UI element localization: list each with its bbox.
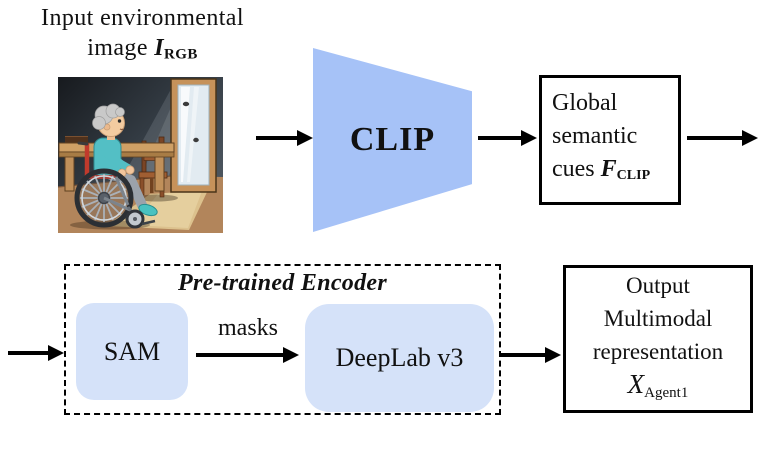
output-representation-box: Output Multimodal representation XAgent1 bbox=[563, 265, 753, 413]
arrow-shaft bbox=[8, 351, 48, 355]
output-line2: Multimodal bbox=[603, 305, 713, 331]
gray-hair bbox=[92, 103, 125, 130]
arrow-clip-to-cues bbox=[478, 130, 537, 146]
output-line3: representation bbox=[592, 338, 724, 364]
heading-variable: I bbox=[154, 35, 165, 61]
sam-module: SAM bbox=[76, 303, 188, 400]
input-environmental-image bbox=[58, 77, 223, 233]
arrow-encoder-to-output bbox=[501, 347, 561, 363]
deeplab-module: DeepLab v3 bbox=[305, 304, 494, 412]
arrow-shaft bbox=[196, 353, 283, 357]
deeplab-label: DeepLab v3 bbox=[335, 343, 464, 372]
arrow-shaft bbox=[687, 136, 742, 140]
arrow-head-icon bbox=[545, 347, 561, 363]
heading-line2-prefix: image bbox=[87, 35, 155, 61]
clip-label: CLIP bbox=[349, 121, 436, 158]
open-door bbox=[170, 78, 217, 193]
input-image-heading: Input environmental image IRGB bbox=[0, 3, 285, 69]
cues-line1: Global bbox=[552, 90, 618, 116]
sam-label: SAM bbox=[103, 336, 161, 366]
wheelchair-user bbox=[70, 103, 158, 230]
arrow-head-icon bbox=[742, 130, 758, 146]
output-line4: XAgent1 bbox=[628, 368, 689, 410]
pretrained-encoder-title: Pre-trained Encoder bbox=[177, 270, 388, 296]
cues-line3-prefix: cues bbox=[552, 156, 601, 182]
arrow-shaft bbox=[256, 136, 297, 140]
arrow-head-icon bbox=[48, 345, 64, 361]
output-variable: X bbox=[627, 368, 645, 399]
heading-variable-subscript: RGB bbox=[164, 46, 198, 63]
arrow-image-to-clip bbox=[256, 130, 313, 146]
heading-line1: Input environmental bbox=[41, 5, 244, 31]
heading-line2: image IRGB bbox=[0, 33, 285, 69]
pretrained-encoder-dashed-box bbox=[64, 264, 501, 415]
arrow-head-icon bbox=[297, 130, 313, 146]
clip-encoder-block: CLIP bbox=[313, 48, 472, 232]
arrow-into-encoder bbox=[8, 345, 64, 361]
cues-variable: F bbox=[600, 156, 617, 182]
arrow-head-icon bbox=[521, 130, 537, 146]
output-line1: Output bbox=[626, 272, 690, 298]
cues-line3: cues FCLIP bbox=[552, 153, 678, 192]
global-semantic-cues-box: Global semantic cues FCLIP bbox=[539, 75, 681, 205]
output-variable-subscript: Agent1 bbox=[644, 384, 689, 401]
cues-variable-subscript: CLIP bbox=[616, 168, 651, 184]
arrow-shaft bbox=[501, 353, 545, 357]
cues-line2: semantic bbox=[552, 123, 638, 149]
arrow-sam-to-deeplab bbox=[196, 347, 299, 363]
arrow-shaft bbox=[478, 136, 521, 140]
arrow-head-icon bbox=[283, 347, 299, 363]
masks-label: masks bbox=[218, 315, 278, 341]
arrow-cues-to-next-row bbox=[687, 130, 758, 146]
